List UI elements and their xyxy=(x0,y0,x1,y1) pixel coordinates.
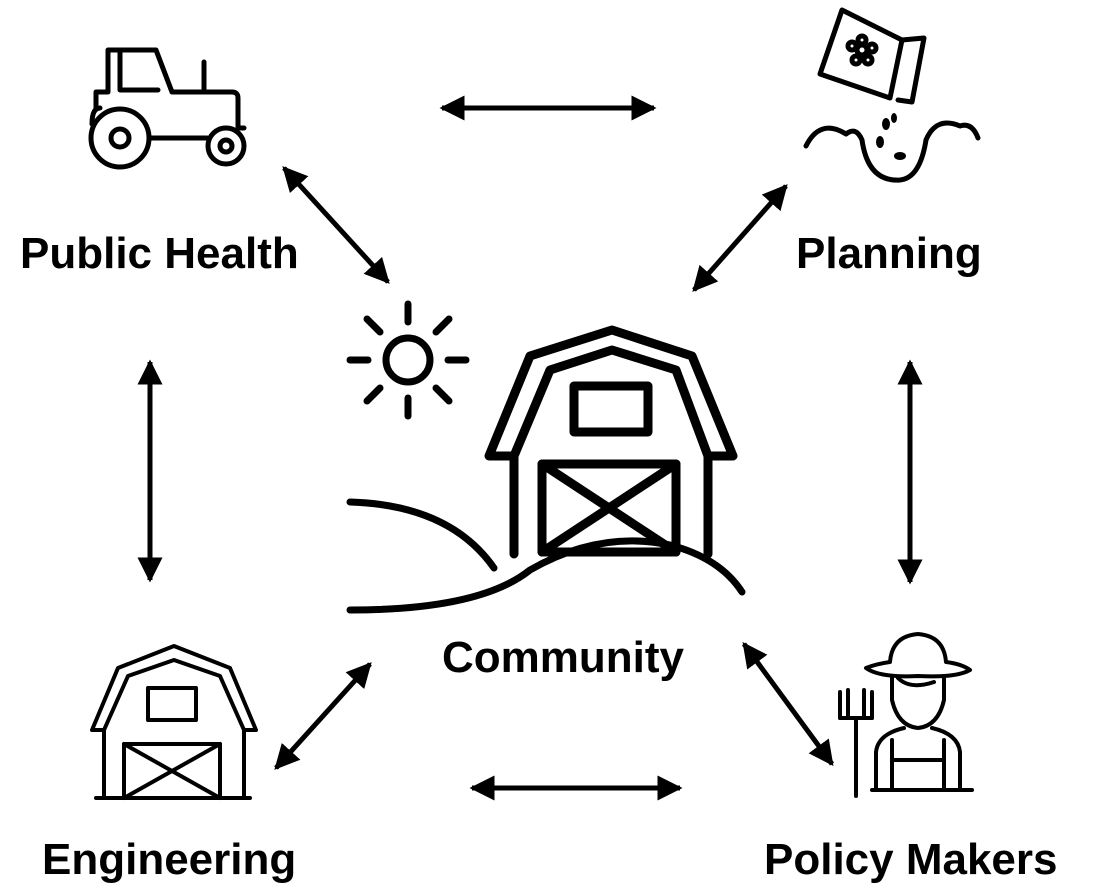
tractor-icon xyxy=(88,47,247,170)
arrow-engineering-community xyxy=(274,662,372,770)
label-planning: Planning xyxy=(796,229,982,278)
label-engineering: Engineering xyxy=(42,835,296,884)
hill xyxy=(346,498,746,614)
label-policy-makers: Policy Makers xyxy=(764,835,1058,884)
farmer-pitchfork-icon xyxy=(838,632,974,798)
label-public-health: Public Health xyxy=(20,229,299,278)
arrow-planning-community xyxy=(692,184,788,292)
sun-icon xyxy=(346,300,470,420)
barn-hill-sun-icon xyxy=(346,300,746,614)
barn-icon xyxy=(90,644,258,800)
barn-large xyxy=(484,325,738,559)
seed-packet-icon xyxy=(803,7,981,183)
arrow-policy-makers-community xyxy=(741,641,835,767)
seeds xyxy=(876,113,906,160)
arrow-public-health-community xyxy=(282,166,390,284)
label-community: Community xyxy=(442,633,685,682)
